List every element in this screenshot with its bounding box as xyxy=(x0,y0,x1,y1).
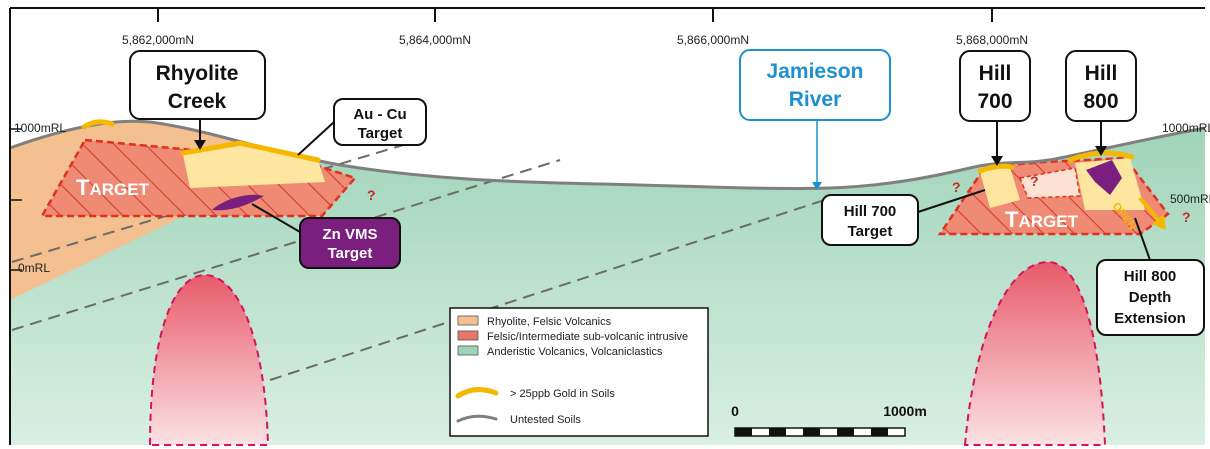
legend-label-rhyolite: Rhyolite, Felsic Volcanics xyxy=(487,316,612,328)
elevation-label-right-500: 500mRL xyxy=(1170,192,1210,206)
northing-label-1: 5,862,000mN xyxy=(122,33,194,47)
jamieson-river-line1: Jamieson xyxy=(767,60,864,83)
jamieson-river-arrowhead xyxy=(812,182,822,190)
hill800-line2: 800 xyxy=(1083,90,1118,113)
hill800-arrowhead xyxy=(1095,146,1107,156)
hill800-depth-line1: Hill 800 xyxy=(1124,268,1177,285)
hill800-line1: Hill xyxy=(1085,62,1118,85)
northing-label-2: 5,864,000mN xyxy=(399,33,471,47)
au-cu-line2: Target xyxy=(358,125,403,142)
hill700-callout xyxy=(959,50,1031,122)
scale-label-start: 0 xyxy=(731,403,739,419)
hill700-arrowhead xyxy=(991,156,1003,166)
hill700-target-pointer xyxy=(917,189,986,213)
legend-swatch-intrusive xyxy=(457,330,479,341)
rhyolite-creek-line1: Rhyolite xyxy=(156,62,239,85)
elevation-label-right-1000: 1000mRL xyxy=(1162,121,1210,135)
legend-label-untested-soils: Untested Soils xyxy=(510,414,581,426)
zn-vms-callout xyxy=(299,217,401,269)
gold-soil-rhyolite xyxy=(81,119,115,130)
gold-soil-aucu xyxy=(180,140,321,163)
zn-vms-line2: Target xyxy=(328,245,373,262)
au-cu-line1: Au - Cu xyxy=(353,106,406,123)
rhyolite-creek-callout xyxy=(129,50,266,120)
question-mark-hill700: ? xyxy=(952,179,961,195)
legend-box xyxy=(449,307,709,437)
scale-bar-seg-9 xyxy=(871,428,888,436)
hill700-target-zone xyxy=(980,167,1020,208)
open-arrow-shaft xyxy=(1138,196,1162,224)
au-cu-pointer xyxy=(297,121,335,156)
rhyolite-creek-line2: Creek xyxy=(168,90,227,113)
question-mark-right: ? xyxy=(1182,209,1191,225)
hill700-target-line2: Target xyxy=(848,223,893,240)
jamieson-river-callout xyxy=(739,49,891,121)
northing-label-4: 5,868,000mN xyxy=(956,33,1028,47)
target-label-right: TARGET xyxy=(1005,207,1079,232)
hill700-line1: Hill xyxy=(979,62,1012,85)
legend-label-andesite: Anderistic Volcanics, Volcaniclastics xyxy=(487,346,663,358)
legend-gold-soil-symbol xyxy=(455,387,499,399)
fault-line-1 xyxy=(11,159,561,331)
jamieson-river-line2: River xyxy=(789,88,842,111)
scale-label-end: 1000m xyxy=(883,403,927,419)
scale-bar-seg-3 xyxy=(769,428,786,436)
hill800-depth-line3: Extension xyxy=(1114,310,1186,327)
scale-bar-seg-5 xyxy=(803,428,820,436)
elevation-label-left-1000: 1000mRL xyxy=(14,121,66,135)
zn-vms-pointer xyxy=(251,203,301,233)
legend-swatch-andesite xyxy=(457,345,479,356)
zn-vms-line1: Zn VMS xyxy=(323,226,378,243)
question-mark-left: ? xyxy=(367,187,376,203)
legend-label-intrusive: Felsic/Intermediate sub-volcanic intrusi… xyxy=(487,331,688,343)
intrusive-dome-left xyxy=(148,273,270,446)
gap-zone xyxy=(1018,167,1081,199)
elevation-label-left-0: 0mRL xyxy=(18,261,50,275)
legend-label-gold-soils: > 25ppb Gold in Soils xyxy=(510,388,615,400)
hill700-target-callout xyxy=(821,194,919,246)
hill700-line2: 700 xyxy=(977,90,1012,113)
scale-bar-seg-7 xyxy=(837,428,854,436)
target-label-left: TARGET xyxy=(76,175,150,200)
legend-swatch-rhyolite xyxy=(457,315,479,326)
topography-line xyxy=(9,119,1206,191)
au-cu-target-zone xyxy=(183,146,325,188)
hill800-depth-line2: Depth xyxy=(1129,289,1172,306)
fault-line-3 xyxy=(269,194,841,381)
intrusive-dome-right xyxy=(963,260,1107,446)
hill800-depth-pointer xyxy=(1134,217,1151,261)
hill700-target-line1: Hill 700 xyxy=(844,203,897,220)
rhyolite-creek-arrowhead xyxy=(194,140,206,150)
hill800-vms-lens xyxy=(1086,160,1122,195)
gold-soil-hill700 xyxy=(977,163,1015,174)
zn-vms-lens xyxy=(212,194,264,211)
northing-label-3: 5,866,000mN xyxy=(677,33,749,47)
scale-bar-seg-1 xyxy=(735,428,752,436)
open-arrow-head xyxy=(1152,214,1166,230)
legend-untested-soil-symbol xyxy=(456,414,498,423)
hill800-depth-callout xyxy=(1096,259,1205,336)
question-mark-gap: ? xyxy=(1030,173,1039,189)
